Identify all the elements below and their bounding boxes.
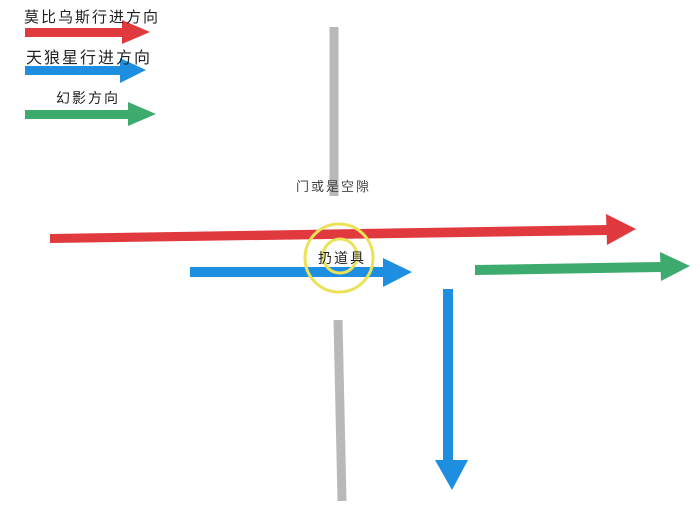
legend-label-moebius: 莫比乌斯行进方向 — [24, 8, 161, 26]
moebius-path-arrow — [50, 214, 636, 245]
legend-arrow-blue — [25, 58, 146, 83]
legend-label-phantom: 幻影方向 — [56, 91, 120, 107]
phantom-path-arrow — [475, 252, 690, 281]
gap-label: 门或是空隙 — [296, 180, 372, 195]
sirius-path-arrow — [190, 258, 412, 287]
throw-zone-inner-circle — [321, 237, 359, 275]
legend-label-sirius: 天狼星行进方向 — [26, 48, 153, 67]
legend-arrow-red — [25, 20, 150, 44]
throw-zone-outer-circle — [303, 222, 375, 294]
wall-bottom — [333, 319, 347, 502]
throw-item-label: 扔道具 — [318, 251, 366, 267]
sirius-down-arrow — [435, 289, 468, 490]
legend-arrow-green — [25, 102, 156, 126]
